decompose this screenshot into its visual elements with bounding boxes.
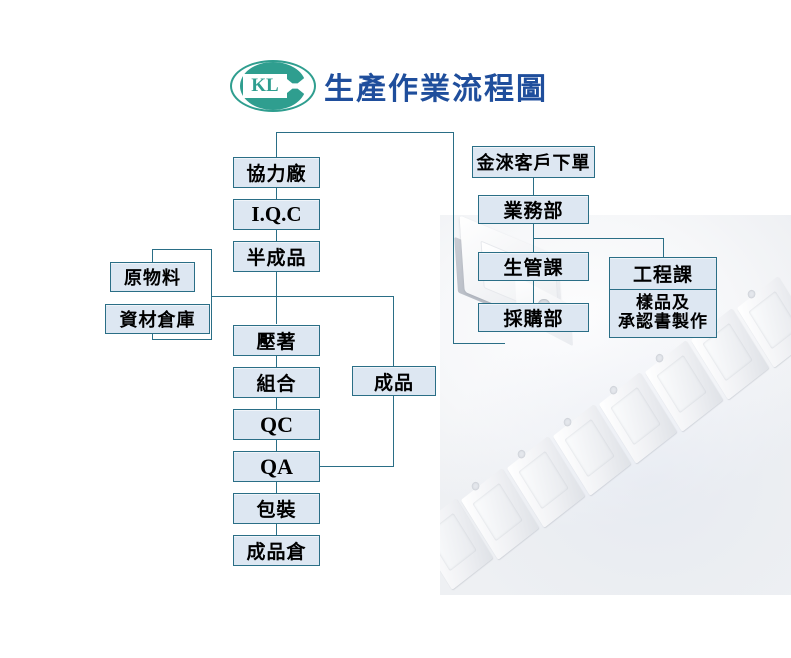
connector-packing-warehouse	[276, 524, 277, 538]
node-crimping-label: 壓著	[256, 331, 297, 353]
node-customer-order-label: 金淶客戶下單	[476, 153, 591, 174]
connector-finished-to-qa	[320, 466, 394, 467]
node-assembly-label: 組合	[256, 373, 297, 395]
kl-logo: KL	[230, 60, 316, 112]
connector-material-top-stem	[152, 249, 153, 262]
node-iqc[interactable]: I.Q.C	[233, 199, 320, 230]
connector-rail-to-finished	[393, 296, 394, 366]
node-raw-material[interactable]: 原物料	[110, 262, 195, 292]
node-production-control[interactable]: 生管課	[478, 252, 589, 281]
node-supplier[interactable]: 協力廠	[233, 157, 320, 188]
connector-crimping-assembly	[276, 356, 277, 370]
node-assembly[interactable]: 組合	[233, 367, 320, 398]
connector-finished-down	[393, 396, 394, 466]
node-sales-dept[interactable]: 業務部	[478, 195, 589, 224]
connector-material-top-bracket	[152, 249, 212, 250]
node-sample-approval-line2: 承認書製作	[618, 312, 708, 333]
connector-sales-to-engineering	[533, 238, 664, 239]
node-finished-goods[interactable]: 成品	[352, 366, 436, 396]
connector-material-right-rail	[211, 249, 212, 339]
connector-qc-qa	[276, 440, 277, 454]
node-production-control-label: 生管課	[503, 257, 564, 279]
logo-ring-icon	[230, 60, 316, 112]
connector-main-rail	[211, 296, 394, 297]
node-semi-finished-label: 半成品	[246, 247, 307, 269]
node-semi-finished[interactable]: 半成品	[233, 241, 320, 272]
connector-top-bracket	[276, 132, 454, 133]
page-title: 生產作業流程圖	[324, 72, 548, 107]
logo-text: KL	[243, 74, 287, 98]
connector-order-sales	[533, 178, 534, 195]
connector-engineering-stem	[663, 238, 664, 257]
connector-qa-packing	[276, 482, 277, 496]
node-engineering-dept[interactable]: 工程課	[610, 258, 716, 290]
node-raw-material-label: 原物料	[124, 268, 181, 289]
node-qa-label: QA	[260, 453, 293, 479]
node-packing-label: 包裝	[256, 499, 297, 521]
node-qc-label: QC	[260, 411, 293, 437]
connector-iqc-semifinished	[276, 230, 277, 244]
node-packing[interactable]: 包裝	[233, 493, 320, 524]
node-finished-warehouse-label: 成品倉	[246, 541, 307, 563]
connector-prodctrl-purchasing	[533, 281, 534, 303]
node-qc[interactable]: QC	[233, 409, 320, 440]
connector-assembly-qc	[276, 398, 277, 412]
node-iqc-label: I.Q.C	[251, 202, 302, 226]
node-material-warehouse[interactable]: 資材倉庫	[105, 304, 210, 334]
node-purchasing-dept-label: 採購部	[503, 308, 564, 330]
node-sales-dept-label: 業務部	[503, 200, 564, 222]
node-qa[interactable]: QA	[233, 451, 320, 482]
node-crimping[interactable]: 壓著	[233, 325, 320, 356]
node-finished-warehouse[interactable]: 成品倉	[233, 535, 320, 566]
connector-to-purchasing-bottom	[453, 343, 505, 344]
node-sample-approval-line1: 樣品及	[636, 293, 690, 314]
connector-material-bottom-bracket	[152, 339, 212, 340]
connector-supplier-top-stem	[276, 132, 277, 158]
connector-semifinished-down	[276, 272, 277, 296]
node-finished-goods-label: 成品	[373, 371, 414, 394]
node-engineering-sample[interactable]: 工程課 樣品及 承認書製作	[609, 257, 717, 338]
connector-supplier-iqc	[276, 188, 277, 202]
node-engineering-dept-label: 工程課	[632, 263, 693, 286]
node-sample-approval[interactable]: 樣品及 承認書製作	[610, 290, 716, 337]
node-purchasing-dept[interactable]: 採購部	[478, 303, 589, 332]
connector-rail-to-crimping	[276, 296, 277, 324]
node-customer-order[interactable]: 金淶客戶下單	[472, 146, 595, 178]
logo-connector-icon	[282, 75, 308, 97]
connector-top-right-down	[453, 132, 454, 343]
node-supplier-label: 協力廠	[246, 163, 307, 185]
node-material-warehouse-label: 資材倉庫	[119, 310, 196, 331]
